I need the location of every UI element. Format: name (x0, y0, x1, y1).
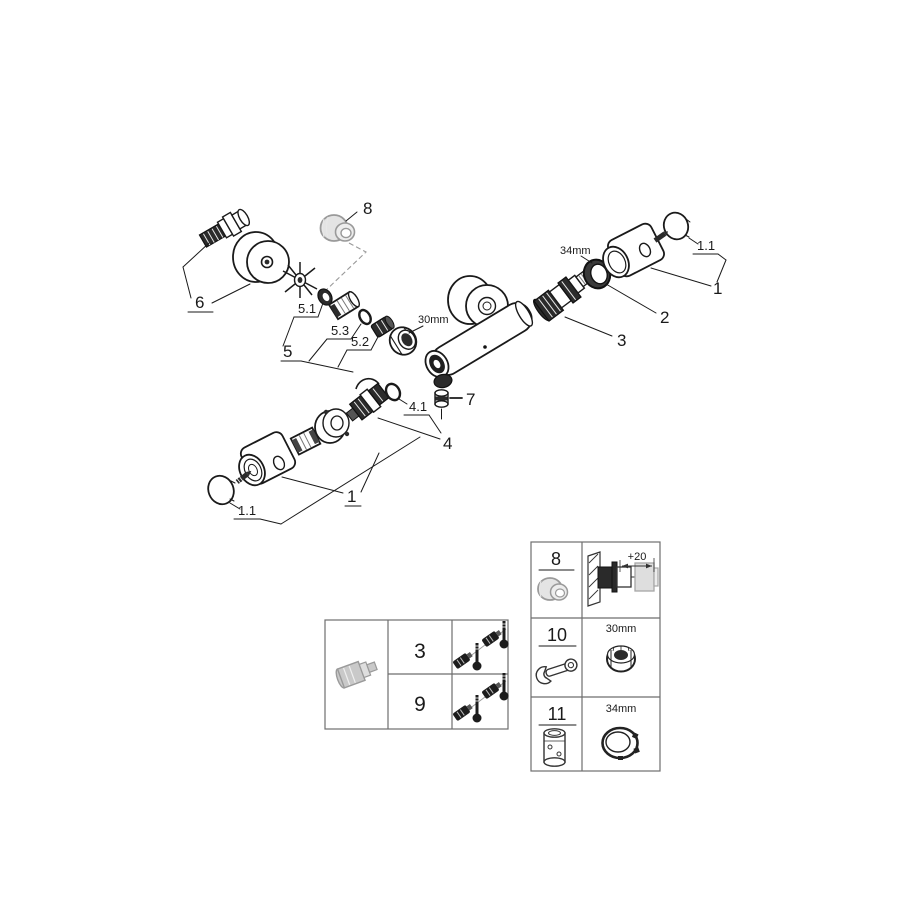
mixer-body (424, 300, 534, 389)
tool-table: 8 +20 10 (530, 541, 661, 772)
tool-table-part-11: 11 (548, 704, 567, 724)
callout-8: 8 (363, 199, 372, 218)
aquadimmer-cartridge (345, 377, 390, 422)
extension-position-dashed-line (322, 242, 367, 294)
outlet-nut (433, 373, 453, 389)
wrench-icon (535, 658, 578, 685)
cap-screw-bottom (235, 470, 252, 484)
grease-set-icon-row2 (453, 673, 509, 723)
wall-section-icon: +20 (587, 551, 659, 607)
label-plus20: +20 (628, 551, 647, 563)
o-ring-4-1 (384, 382, 402, 402)
handle-sleeve-top (602, 222, 665, 279)
cap-screw-top (653, 231, 669, 243)
union-nut-30mm (388, 326, 418, 356)
star-seal (282, 262, 318, 298)
screw-table: 3 9 (324, 619, 509, 730)
label-30mm: 30mm (418, 314, 449, 326)
adapter-5-3 (327, 290, 361, 321)
extension-piece-icon (537, 577, 569, 601)
callout-group-6: 6 (182, 242, 251, 313)
extension-piece (319, 214, 356, 242)
callout-1-1-top: 1.1 (697, 238, 715, 253)
callout-group-5: 5.1 5.3 5.2 5 (280, 301, 380, 373)
valve-flange (314, 408, 350, 444)
nut-30mm-icon (606, 645, 636, 673)
callout-5-3: 5.3 (331, 323, 349, 338)
leader-30mm (408, 325, 424, 334)
outlet-nipple (434, 389, 449, 420)
handle-cap-bottom (207, 474, 236, 506)
callout-5: 5 (283, 342, 292, 361)
screw-table-part-9: 9 (414, 693, 426, 716)
handle-cap-top (653, 211, 691, 243)
grease-set-icon-row1 (453, 621, 509, 671)
valve-adapter (289, 426, 322, 456)
callout-6: 6 (195, 293, 204, 312)
callout-5-1: 5.1 (298, 301, 316, 316)
thermostat-cartridge (532, 269, 594, 322)
callout-1-bottom: 1 (347, 487, 356, 506)
callout-4: 4 (443, 434, 452, 453)
label-34mm-tool: 34mm (606, 703, 637, 715)
handle-sleeve-bottom (238, 431, 297, 487)
label-30mm-tool: 30mm (606, 623, 637, 635)
escutcheon (232, 231, 290, 284)
callout-group-4: 4.1 4 (377, 398, 452, 453)
callout-7: 7 (466, 390, 475, 409)
callout-4-1: 4.1 (409, 399, 427, 414)
tool-table-part-10: 10 (547, 625, 567, 645)
callout-2: 2 (660, 308, 669, 327)
callout-group-top-right: 34mm 1.1 1 2 3 (560, 237, 727, 350)
callout-5-2: 5.2 (351, 334, 369, 349)
callout-group-bottom: 1.1 1 (229, 436, 421, 525)
socket-tool-icon (543, 728, 566, 767)
callout-1-1-bottom: 1.1 (238, 503, 256, 518)
cartridge-icon (335, 660, 378, 689)
screw-table-part-3: 3 (414, 640, 426, 663)
o-ring-small (358, 308, 372, 326)
callout-1-top: 1 (713, 279, 722, 298)
wall-union (198, 208, 251, 248)
label-34mm: 34mm (560, 245, 591, 257)
callout-3: 3 (617, 331, 626, 350)
leader-8 (345, 211, 358, 222)
seal-ring-hole (322, 292, 330, 302)
ring-34mm-icon (601, 726, 640, 760)
tool-table-part-8: 8 (551, 549, 561, 569)
spacer-5-2 (370, 315, 395, 338)
